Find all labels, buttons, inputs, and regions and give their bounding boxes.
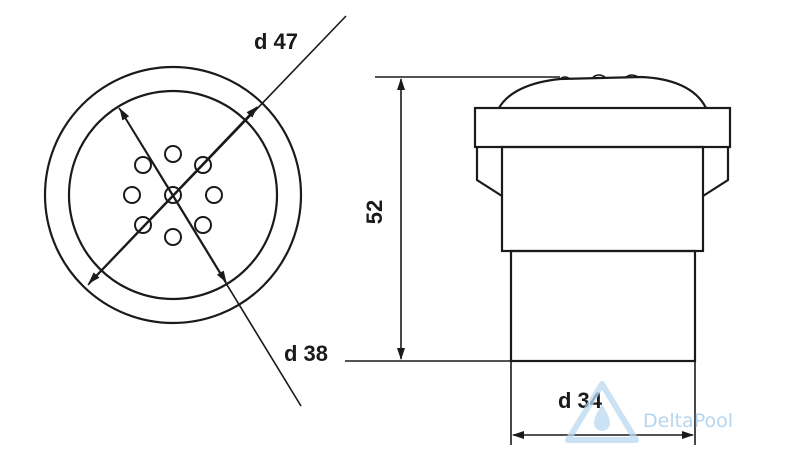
d47-arrow-lower (88, 194, 174, 284)
side-view (345, 74, 732, 445)
d47-arrow-upper (172, 106, 258, 196)
nozzle-hole (194, 216, 212, 234)
upper-body (500, 145, 705, 253)
d47-label: d 47 (254, 29, 298, 54)
nozzle-hole (123, 186, 141, 204)
nozzle-hole (164, 145, 182, 163)
logo-triangle-icon (565, 381, 639, 443)
d38-arrow-lower (172, 194, 227, 283)
d38-label: d 38 (284, 341, 328, 366)
watermark-logo: DeltaPool (565, 381, 733, 443)
collar-taper-left (475, 147, 503, 197)
cap-bumps (559, 74, 639, 80)
cap-dome (498, 75, 707, 109)
lower-body (509, 249, 697, 363)
nozzle-hole (134, 216, 152, 234)
nozzle-hole (134, 156, 152, 174)
outer-rim-circle (43, 65, 303, 325)
top-view (43, 15, 347, 407)
watermark-text: DeltaPool (643, 410, 733, 432)
logo-drop-icon (594, 404, 610, 431)
nozzle-hole (164, 228, 182, 246)
height-label: 52 (362, 200, 387, 224)
nozzle-holes (123, 145, 223, 246)
d38-arrow-upper (119, 108, 174, 196)
collar (473, 106, 732, 149)
d47-dimension-line (87, 15, 347, 286)
nozzle-hole (205, 186, 223, 204)
inner-rim-circle (67, 89, 279, 301)
collar-taper-right (702, 147, 730, 197)
